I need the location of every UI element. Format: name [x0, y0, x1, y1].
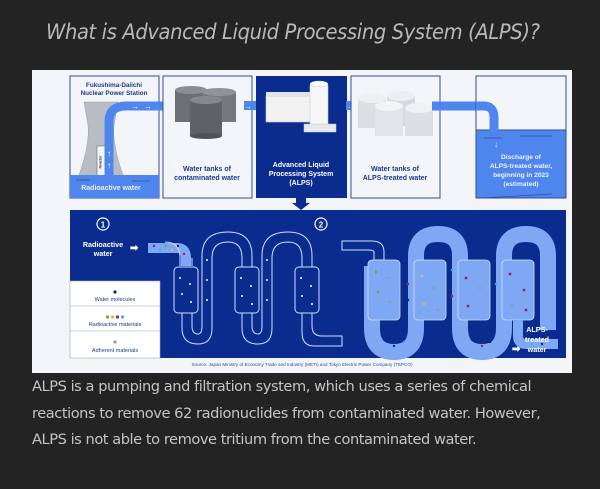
step-1-filtration-columns [164, 231, 343, 347]
radioactive-water-label: Radioactive water [81, 185, 141, 192]
legend-label: Radioactive materials [89, 322, 142, 328]
legend-swatch [110, 315, 115, 319]
step-1-badge [96, 217, 110, 231]
svg-text:↑: ↑ [107, 149, 111, 158]
legend-swatch [105, 315, 110, 319]
legend-label: Water molecules [95, 297, 136, 303]
output-label: ALPS- [526, 325, 548, 334]
page-title: What is Advanced Liquid Processing Syste… [46, 20, 540, 44]
legend-swatch [115, 315, 120, 319]
step-1-water-molecules [179, 259, 313, 305]
panel-contaminated-tanks: Water tanks of contaminated water → [162, 75, 256, 199]
panel-alps: Advanced Liquid Processing System (ALPS)… [256, 76, 358, 210]
panel-plant: Reactor ↑ ↑ → → Fukushima-Daiichi Nuclea… [69, 75, 230, 199]
panel-treated-tanks: Water tanks of ALPS-treated water → → [350, 75, 499, 199]
legend-swatch [120, 315, 125, 319]
panel-title: Water tanks of [183, 166, 232, 173]
step-2-badge [314, 217, 328, 231]
panel-title: Processing System [269, 171, 334, 178]
panel-title: Fukushima-Daiichi [86, 82, 142, 89]
reactor-label: Reactor [99, 155, 103, 169]
contaminated-tanks-icon [175, 86, 236, 139]
panel-title: beginning in 2023 [493, 172, 549, 179]
down-arrow-icon [292, 198, 310, 210]
panel-title: Water tanks of [371, 166, 420, 173]
step-2-particles [374, 268, 544, 348]
alps-equipment-icon [265, 80, 337, 133]
legend-swatch [113, 340, 117, 344]
panel-title: Advanced Liquid [273, 162, 329, 169]
svg-text:2: 2 [319, 221, 324, 230]
alps-diagram: Reactor ↑ ↑ → → Fukushima-Daiichi Nuclea… [69, 75, 567, 367]
svg-text:↓: ↓ [494, 140, 498, 149]
alps-diagram-figure: Reactor ↑ ↑ → → Fukushima-Daiichi Nuclea… [32, 70, 572, 373]
svg-text:→: → [244, 102, 252, 111]
panel-title: Nuclear Power Station [81, 90, 148, 97]
panel-title: contaminated water [174, 175, 240, 182]
input-label: Radioactive [83, 240, 123, 249]
legend-swatch [113, 290, 117, 294]
input-label: water [93, 249, 113, 258]
step-2-filtration-columns [364, 226, 558, 360]
process-panel: 1 Radioactive water ➡ [69, 210, 566, 360]
body-paragraph: ALPS is a pumping and filtration system,… [32, 378, 541, 448]
legend: Water molecules Radioactive materials Ad… [69, 280, 161, 359]
panel-discharge: ↓ Discharge of ALPS-treated water, begin… [475, 75, 567, 199]
input-arrow-icon: ➡ [130, 243, 139, 254]
svg-text:→: → [131, 102, 139, 111]
output-label: water [527, 345, 547, 354]
legend-label: Adherent materials [92, 348, 138, 354]
treated-tanks-icon [358, 91, 433, 136]
output-arrow-icon: ➡ [512, 344, 521, 355]
panel-title: Discharge of [501, 154, 542, 161]
source-caption: Source: Japan Ministry of Economy Trade … [191, 362, 412, 367]
panel-title: (estimated) [503, 181, 538, 188]
panel-title: ALPS-treated water [363, 175, 428, 182]
sea-water [475, 129, 567, 199]
output-label: treated [525, 335, 549, 344]
svg-text:↑: ↑ [107, 161, 111, 170]
svg-text:→: → [144, 102, 152, 111]
step-1-inlet-particles [152, 244, 186, 256]
panel-title: ALPS-treated water, [490, 163, 552, 170]
svg-text:1: 1 [101, 221, 106, 230]
panel-title: (ALPS) [289, 180, 312, 187]
